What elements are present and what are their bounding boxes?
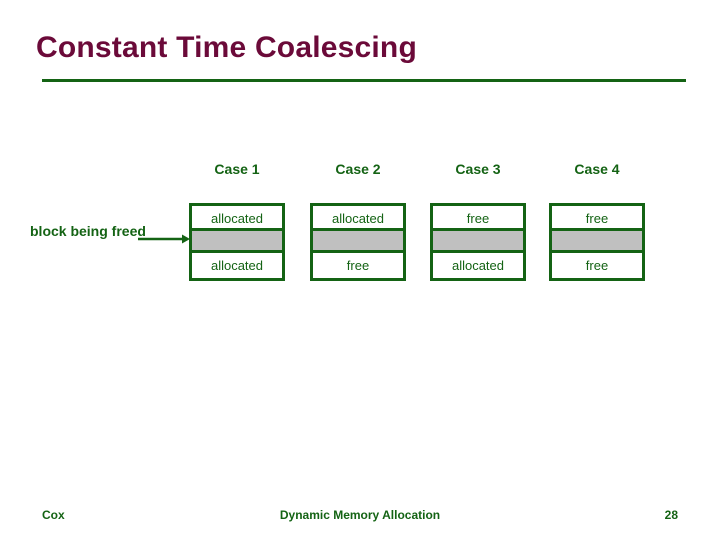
next-block-label-4: free xyxy=(552,253,642,278)
case-block-stack-3: free allocated xyxy=(430,203,526,281)
prev-block-label-3: free xyxy=(433,206,523,231)
freed-block-band-2 xyxy=(313,231,403,253)
prev-block-label-2: allocated xyxy=(313,206,403,231)
page-title: Constant Time Coalescing xyxy=(36,31,417,64)
case-block-stack-2: allocated free xyxy=(310,203,406,281)
case-header-4: Case 4 xyxy=(574,161,620,177)
right-arrow-icon xyxy=(138,234,190,244)
prev-block-label-4: free xyxy=(552,206,642,231)
case-block-stack-4: free free xyxy=(549,203,645,281)
prev-block-label-1: allocated xyxy=(192,206,282,231)
case-block-stack-1: allocated allocated xyxy=(189,203,285,281)
next-block-label-2: free xyxy=(313,253,403,278)
freed-block-annotation-label: block being freed xyxy=(30,223,146,239)
case-header-2: Case 2 xyxy=(335,161,381,177)
case-header-1: Case 1 xyxy=(214,161,260,177)
footer-subject: Dynamic Memory Allocation xyxy=(279,508,441,522)
next-block-label-3: allocated xyxy=(433,253,523,278)
freed-block-band-1 xyxy=(192,231,282,253)
freed-block-band-3 xyxy=(433,231,523,253)
footer-page-number: 28 xyxy=(664,508,678,522)
next-block-label-1: allocated xyxy=(192,253,282,278)
case-header-3: Case 3 xyxy=(455,161,501,177)
footer-author: Cox xyxy=(42,508,65,522)
freed-block-band-4 xyxy=(552,231,642,253)
title-divider xyxy=(42,79,686,82)
slide-footer: Cox Dynamic Memory Allocation 28 xyxy=(0,508,720,528)
